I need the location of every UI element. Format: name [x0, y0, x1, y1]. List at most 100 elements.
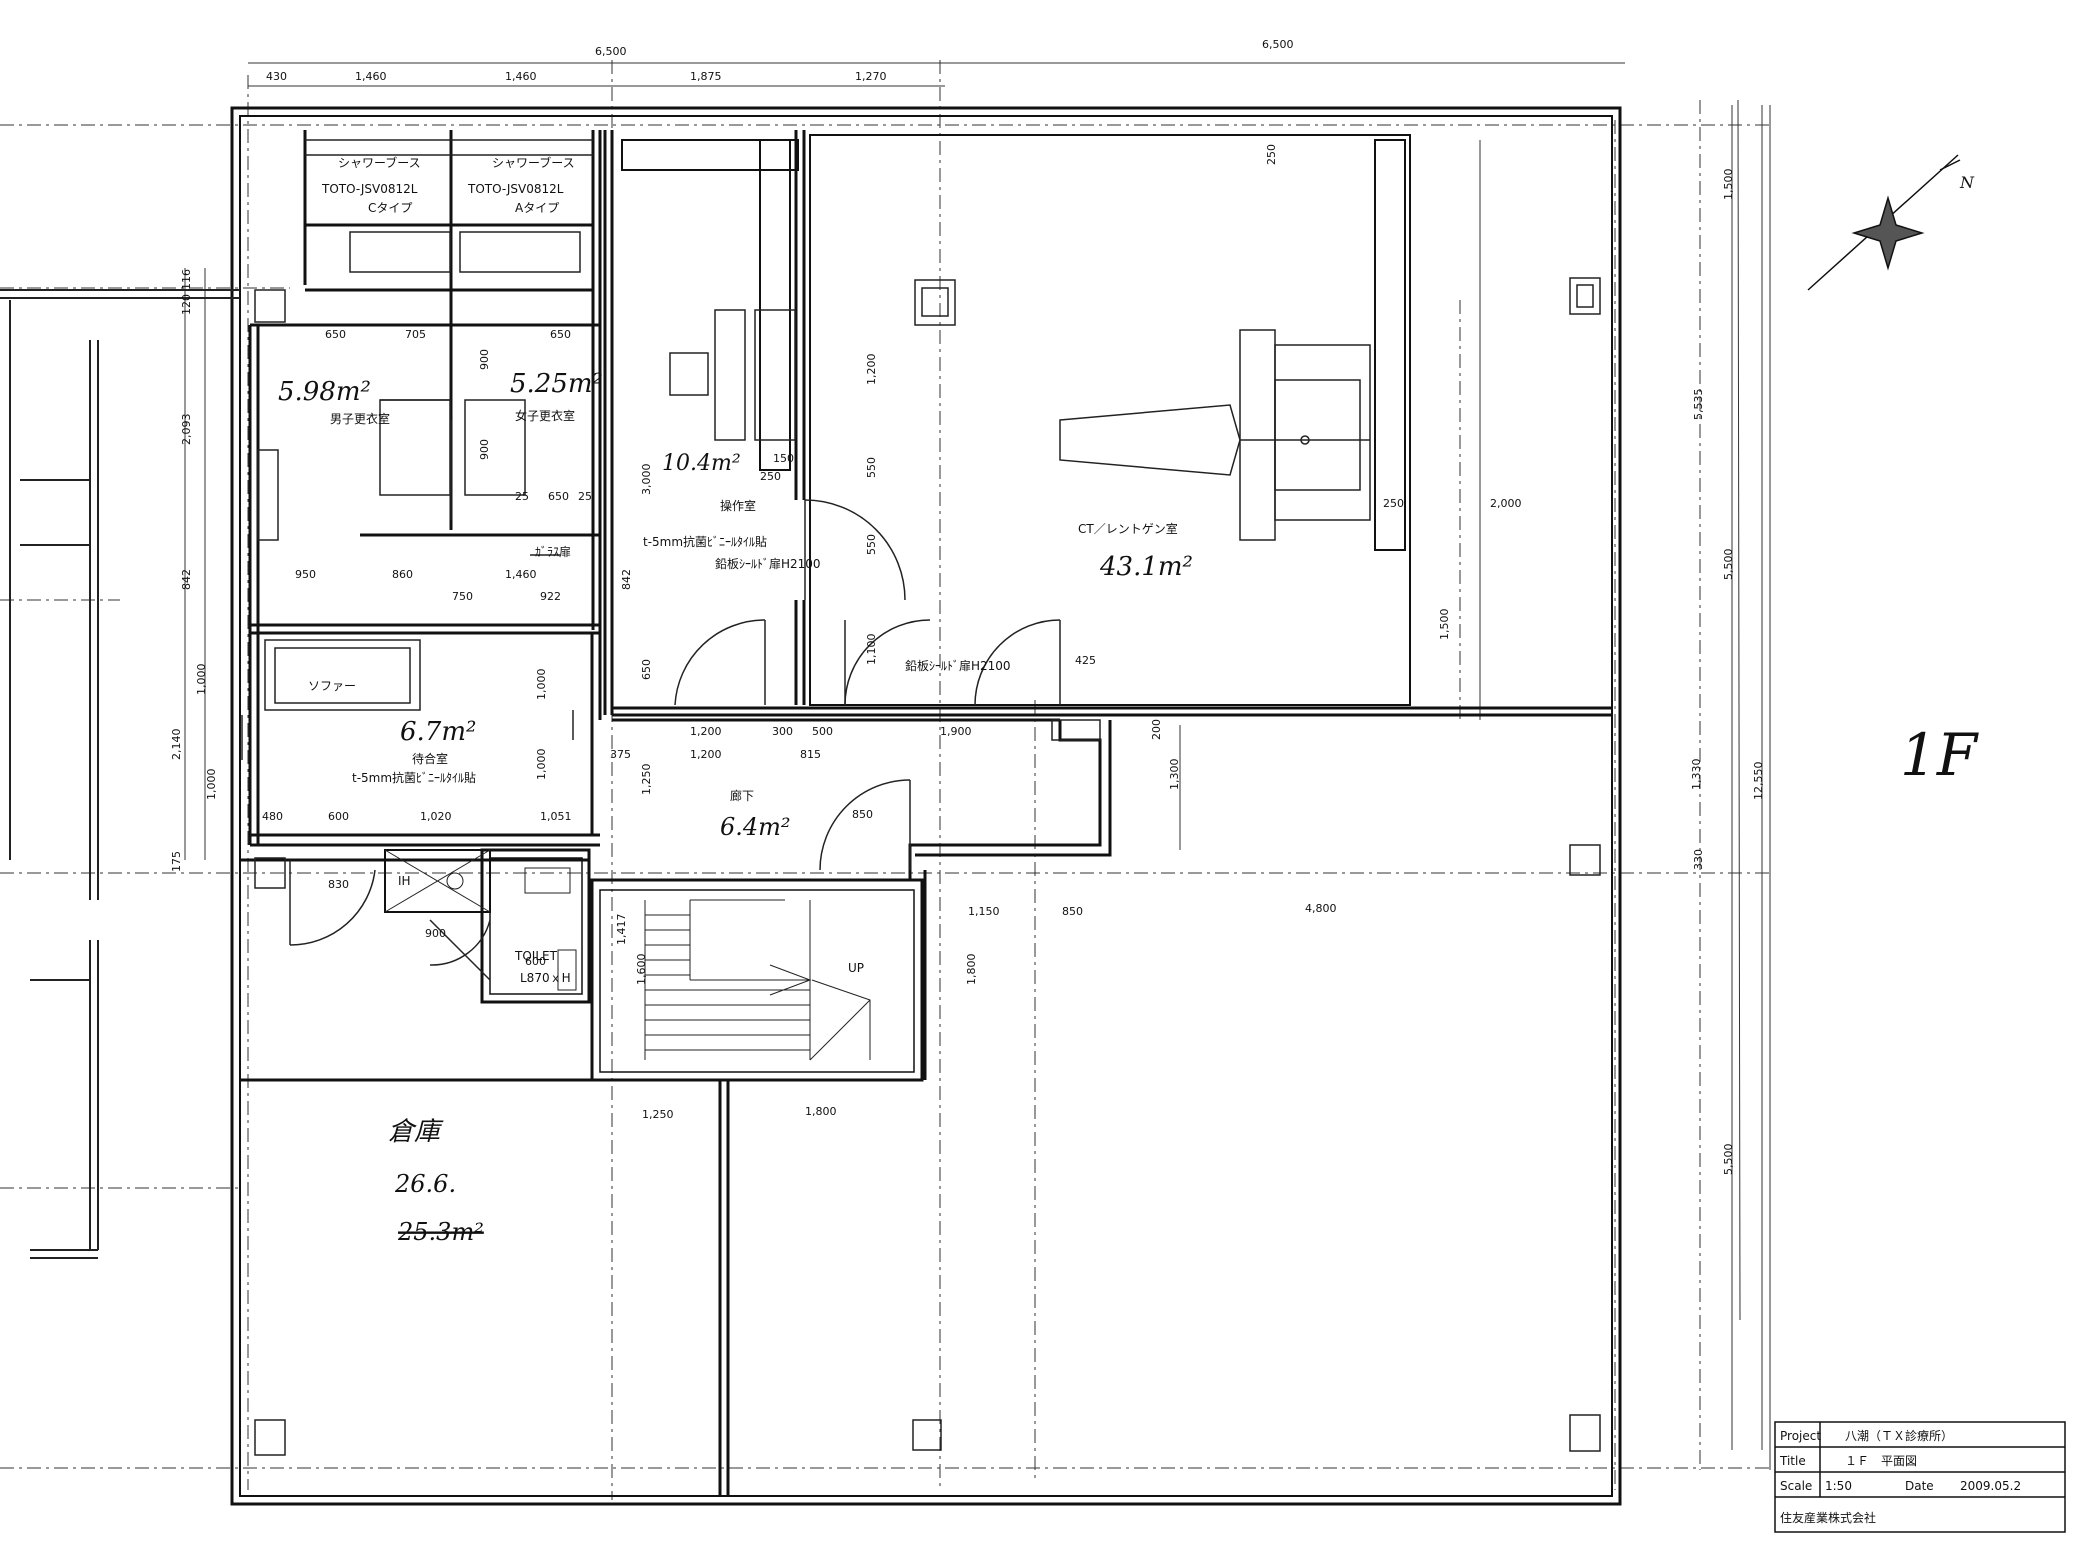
dim-waiting-top: 750	[452, 590, 473, 603]
shower-booth-title: シャワーブース	[492, 155, 575, 170]
dim-vertical: 1,800	[965, 954, 978, 986]
ct-room-name: CT／レントゲン室	[1078, 521, 1178, 536]
title-block-date-label: Date	[1905, 1479, 1934, 1493]
control-room-shield-note: 鉛板ｼｰﾙﾄﾞ扉H2100	[715, 557, 821, 571]
dim-waiting-bottom: 600	[328, 810, 349, 823]
dim-locker: 650	[550, 328, 571, 341]
glass-door-label: ｶﾞﾗｽ扉	[535, 545, 571, 559]
dim-right: 330	[1692, 849, 1705, 870]
dim-top-seg: 1,460	[355, 70, 387, 83]
dim-left: 2,140	[170, 729, 183, 761]
title-block-project: 八潮（ＴＸ診療所）	[1845, 1428, 1953, 1443]
ih-label: IH	[398, 874, 411, 888]
dim-corridor-b: 375	[610, 748, 631, 761]
title-block-date: 2009.05.2	[1960, 1479, 2021, 1493]
storage-area-old: 25.3m²	[397, 1218, 484, 1246]
dim-right: 1,330	[1690, 759, 1703, 791]
shower-booth-title: シャワーブース	[338, 155, 421, 170]
ct-room-shield-note: 鉛板ｼｰﾙﾄﾞ扉H2100	[905, 659, 1011, 673]
dim-waiting-bottom: 480	[262, 810, 283, 823]
title-block-project-label: Project	[1780, 1429, 1821, 1443]
dim-corridor-b: 1,200	[690, 748, 722, 761]
stairs-up-label: UP	[848, 961, 864, 975]
dim-vertical: 550	[865, 534, 878, 555]
ct-room-area: 43.1m²	[1099, 552, 1193, 582]
dim-left: 175	[170, 851, 183, 872]
door-swings	[241, 499, 1061, 981]
title-block-company: 住友産業株式会社	[1780, 1510, 1876, 1525]
ih-symbol	[384, 849, 577, 991]
waiting-room-note: t-5mm抗菌ﾋﾞﾆｰﾙﾀｲﾙ貼	[352, 770, 476, 785]
dim-top-seg: 1,875	[690, 70, 722, 83]
title-block-title: １Ｆ 平面図	[1845, 1454, 1917, 1468]
dim-vertical: 650	[640, 659, 653, 680]
dim-corridor-a: 1,900	[940, 725, 972, 738]
dim-locker-bottom: 950	[295, 568, 316, 581]
dim-vertical: 1,600	[635, 954, 648, 986]
sofa-label: ソファー	[308, 679, 356, 693]
dim-left: 842	[180, 569, 193, 590]
dim-corridor-a: 500	[812, 725, 833, 738]
shower-booth-type: Aタイプ	[515, 201, 559, 215]
dim-corridor-a: 1,200	[690, 725, 722, 738]
dim-left: 116	[180, 269, 193, 290]
floor-label: 1F	[1900, 721, 1979, 789]
dim-overall-left: 6,500	[595, 45, 627, 58]
toilet-name: TOILET	[514, 949, 558, 963]
dim-stair-bottom: 1,250	[642, 1108, 674, 1121]
dim-vertical: 250	[1383, 497, 1404, 510]
dim-vertical: 1,000	[535, 669, 548, 701]
dim-left: 120	[180, 294, 193, 315]
dim-locker: 650	[325, 328, 346, 341]
mens-locker-area: 5.98m²	[278, 377, 371, 407]
shower-booth-model: TOTO-JSV0812L	[467, 182, 564, 196]
dim-locker-bottom: 860	[392, 568, 413, 581]
dim-stair-bottom: 1,800	[805, 1105, 837, 1118]
womens-locker-name: 女子更衣室	[515, 408, 575, 423]
dim-vertical: 2,000	[1490, 497, 1522, 510]
dim-vertical: 850	[852, 808, 873, 821]
corridor-name: 廊下	[730, 788, 754, 803]
title-block-title-label: Title	[1779, 1454, 1806, 1468]
dim-toilet: 600	[525, 955, 546, 968]
dim-vertical: 200	[1150, 719, 1163, 740]
grid-lines	[0, 60, 1770, 1500]
dim-right: 5,500	[1722, 1144, 1735, 1176]
dim-vertical: 1,000	[535, 749, 548, 781]
interior-walls	[240, 130, 1612, 1495]
dim-toilet: 830	[328, 878, 349, 891]
dim-vertical: 1,500	[1438, 609, 1451, 641]
dim-locker: 705	[405, 328, 426, 341]
waiting-room-area: 6.7m²	[400, 717, 476, 747]
title-block-scale: 1:50	[1825, 1479, 1852, 1493]
dim-vertical: 900	[478, 439, 491, 460]
dim-locker-mid: 25	[578, 490, 592, 503]
mens-locker-name: 男子更衣室	[330, 411, 390, 426]
dim-vertical: 1,000	[205, 769, 218, 801]
dim-vertical: 150	[773, 452, 794, 465]
furniture-lines	[254, 139, 1601, 1456]
dim-locker-bottom: 1,460	[505, 568, 537, 581]
dim-waiting-bottom: 1,020	[420, 810, 452, 823]
dim-left: 1,000	[195, 664, 208, 696]
dim-vertical: 1,200	[865, 354, 878, 386]
north-arrow	[1807, 154, 1961, 291]
dim-waiting-bottom: 1,051	[540, 810, 572, 823]
title-block-scale-label: Scale	[1780, 1479, 1812, 1493]
dim-right-mid: 1,150	[968, 905, 1000, 918]
control-room-name: 操作室	[720, 498, 756, 513]
dim-locker-mid: 25	[515, 490, 529, 503]
dim-vertical: 1,250	[640, 764, 653, 796]
storage-area-new: 26.6.	[394, 1170, 456, 1198]
dim-corridor-b: 815	[800, 748, 821, 761]
shower-booth-model: TOTO-JSV0812L	[321, 182, 418, 196]
dim-right: 5,535	[1692, 389, 1705, 421]
dim-vertical: 250	[760, 470, 781, 483]
dim-waiting-top: 922	[540, 590, 561, 603]
title-block-frame	[1774, 1421, 2066, 1533]
adjacent-building	[0, 289, 240, 1259]
dim-right-mid: 4,800	[1305, 902, 1337, 915]
dim-vertical: 425	[1075, 654, 1096, 667]
